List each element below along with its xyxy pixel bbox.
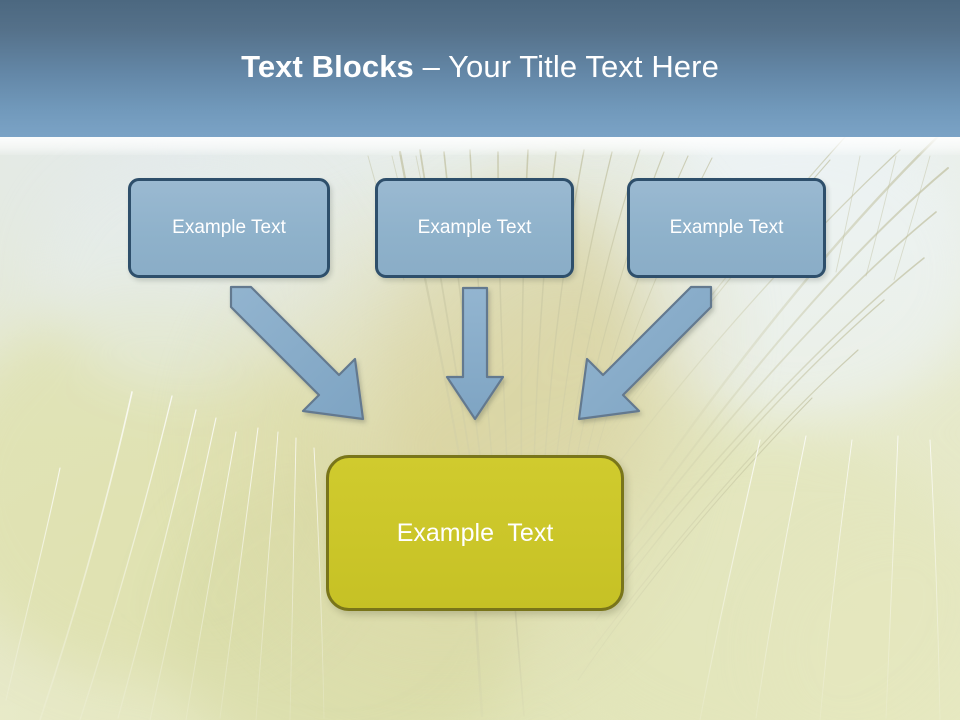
text-block-1-label: Example Text <box>172 217 286 238</box>
page-title: Text Blocks – Your Title Text Here <box>0 48 960 86</box>
page-title-bold: Text Blocks <box>241 49 423 84</box>
text-block-2[interactable]: Example Text <box>375 178 574 278</box>
slide-header-bar: Text Blocks – Your Title Text Here <box>0 0 960 137</box>
header-separator-band <box>0 137 960 155</box>
result-block[interactable]: Example Text <box>326 455 624 611</box>
text-block-3[interactable]: Example Text <box>627 178 826 278</box>
page-title-regular: – Your Title Text Here <box>422 49 719 84</box>
result-block-label: Example Text <box>396 519 554 547</box>
text-block-1[interactable]: Example Text <box>128 178 330 278</box>
text-block-2-label: Example Text <box>417 217 532 238</box>
text-block-3-label: Example Text <box>669 217 784 238</box>
